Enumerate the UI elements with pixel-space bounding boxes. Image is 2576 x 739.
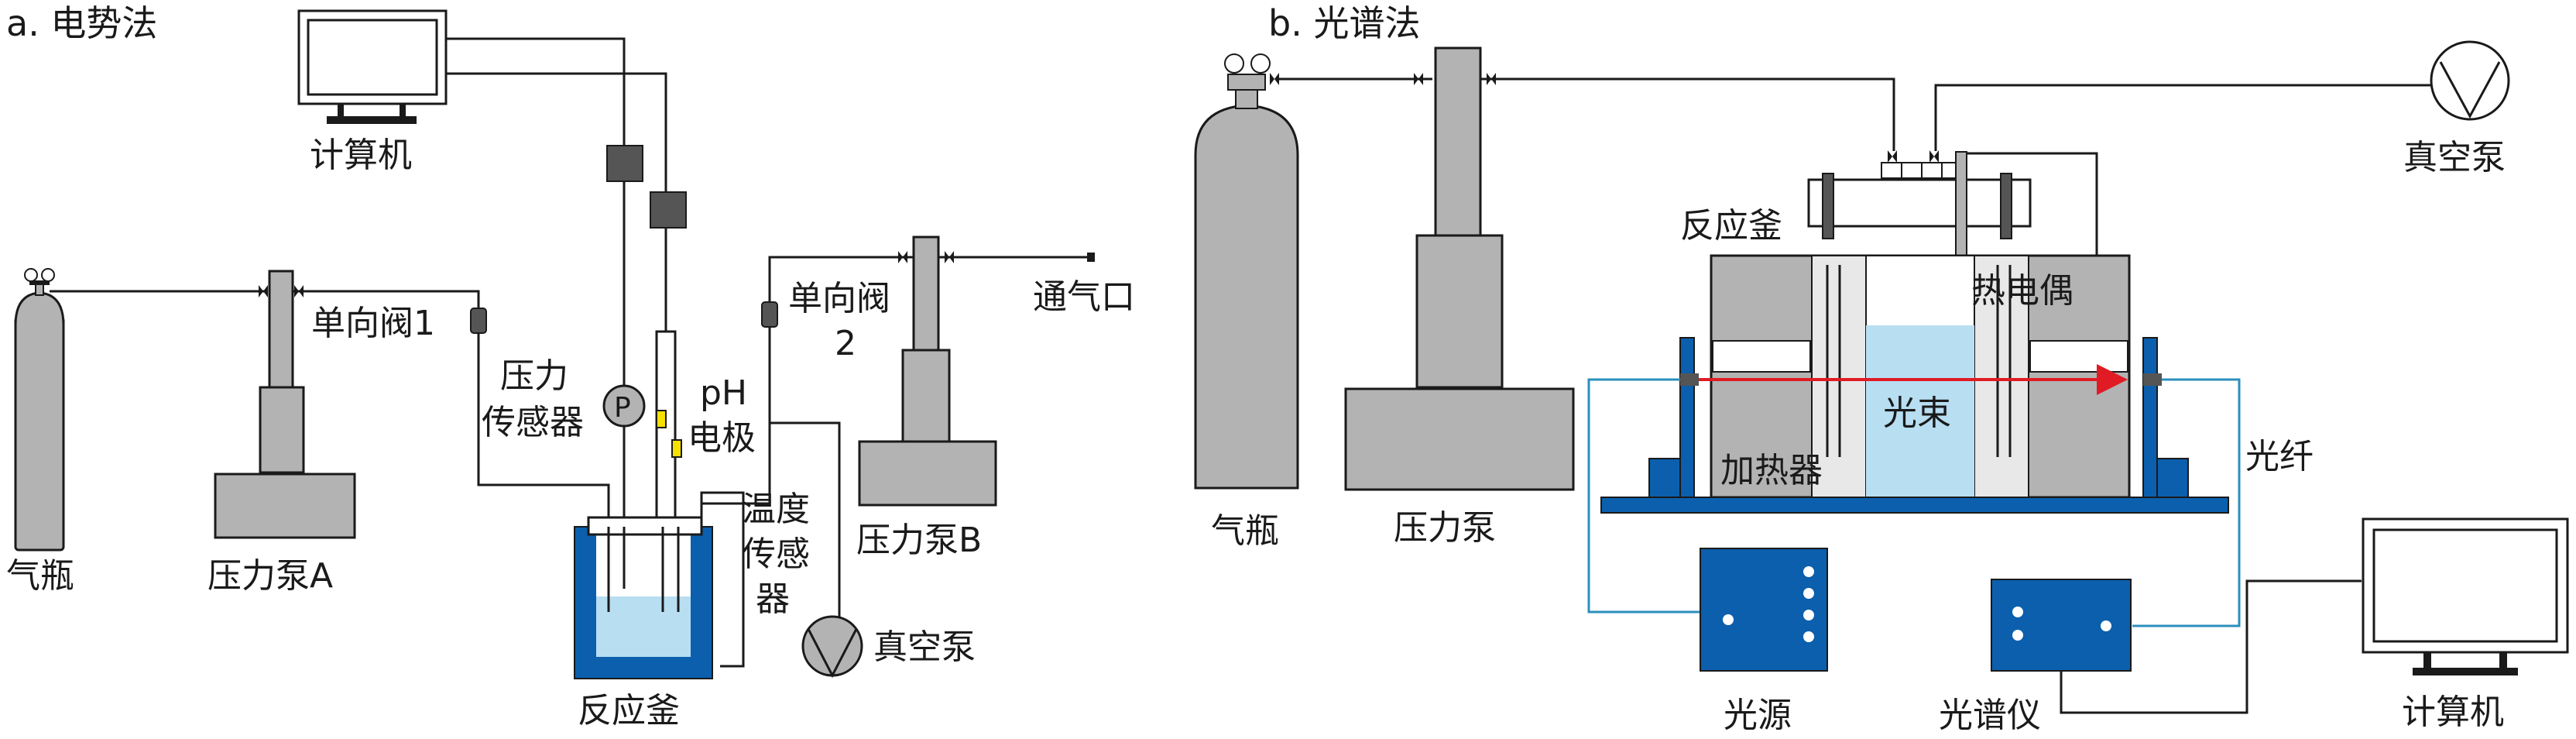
check-valve-2-label-2: 2	[835, 324, 856, 363]
vent-port-icon	[1087, 253, 1095, 262]
data-logger-2	[650, 191, 687, 229]
ph-label-1: pH	[700, 373, 747, 413]
computer-a-label: 计算机	[310, 136, 412, 175]
pressure-pump-a-icon	[214, 270, 356, 539]
light-source-icon	[1700, 548, 1828, 672]
check-valve-2-icon	[761, 301, 778, 328]
computer-b-label: 计算机	[2402, 693, 2504, 732]
gas-bottle-a-label: 气瓶	[6, 556, 74, 596]
valve-a1-icon	[259, 285, 268, 297]
ph-label-2: 电极	[688, 418, 756, 458]
check-valve-1-icon	[470, 308, 487, 334]
valve-b-pump-in-icon	[1414, 73, 1423, 85]
valve-reactor-vac-icon	[1929, 150, 1939, 163]
pump-a-label: 压力泵A	[208, 556, 333, 596]
temp-sensor-label-2: 传感	[742, 534, 810, 574]
reactor-lid	[1807, 178, 2032, 228]
valve-reactor-in-icon	[1888, 150, 1897, 163]
temp-sensor-label-3: 器	[756, 579, 790, 619]
gas-bottle-a-icon	[14, 268, 65, 552]
valve-b1-icon	[898, 251, 907, 263]
vacuum-pump-a-label: 真空泵	[873, 627, 976, 667]
panel-b-title: b. 光谱法	[1268, 2, 1420, 44]
computer-b-icon	[2362, 517, 2569, 675]
fiber-left	[1587, 378, 1700, 614]
temp-sensor-label-1: 温度	[742, 490, 810, 529]
spectrometer-label: 光谱仪	[1939, 696, 2041, 735]
reactor-a-label: 反应釜	[578, 691, 680, 730]
panel-a: a. 电势法 计算机 气瓶	[6, 2, 1135, 730]
vacuum-pump-a-icon	[801, 615, 863, 679]
spectrometer-icon	[1991, 579, 2132, 672]
pressure-sensor-label-1: 压力	[500, 356, 568, 396]
valve-b2-icon	[945, 251, 954, 263]
valve-b-pump-out-icon	[1487, 73, 1496, 85]
check-valve-1-label: 单向阀1	[311, 304, 435, 343]
computer-a-icon	[297, 9, 448, 124]
beam-label: 光束	[1883, 394, 1951, 433]
gas-bottle-b-label: 气瓶	[1211, 511, 1279, 551]
reactor-b-label: 反应釜	[1680, 206, 1782, 246]
reactor-a-icon	[574, 516, 713, 679]
pump-label: 压力泵	[1394, 508, 1496, 548]
vent-label: 通气口	[1033, 277, 1135, 317]
pressure-pump-icon	[1344, 46, 1575, 491]
panel-a-title: a. 电势法	[6, 2, 157, 44]
pressure-gauge-symbol: P	[614, 392, 631, 424]
vacuum-pump-b-label: 真空泵	[2403, 138, 2506, 177]
gas-bottle-b-icon	[1194, 53, 1299, 490]
light-source-label: 光源	[1724, 696, 1792, 735]
fiber-label: 光纤	[2245, 437, 2314, 476]
valve-b-bottle-icon	[1270, 73, 1279, 85]
thermocouple-label: 热电偶	[1971, 271, 2073, 311]
check-valve-2-label-1: 单向阀	[788, 279, 890, 318]
heater-label: 加热器	[1720, 451, 1823, 490]
data-logger-1	[606, 145, 643, 182]
reactor-b-icon	[1710, 254, 2131, 499]
vacuum-pump-b-icon	[2430, 40, 2510, 121]
pressure-sensor-label-2: 传感器	[482, 403, 584, 442]
panel-b: b. 光谱法 气瓶 压力泵 真空泵	[1194, 2, 2569, 735]
fiber-right	[2132, 378, 2241, 627]
pump-b-label: 压力泵B	[856, 521, 982, 560]
pressure-pump-b-icon	[858, 235, 997, 507]
base-plate	[1600, 497, 2229, 514]
